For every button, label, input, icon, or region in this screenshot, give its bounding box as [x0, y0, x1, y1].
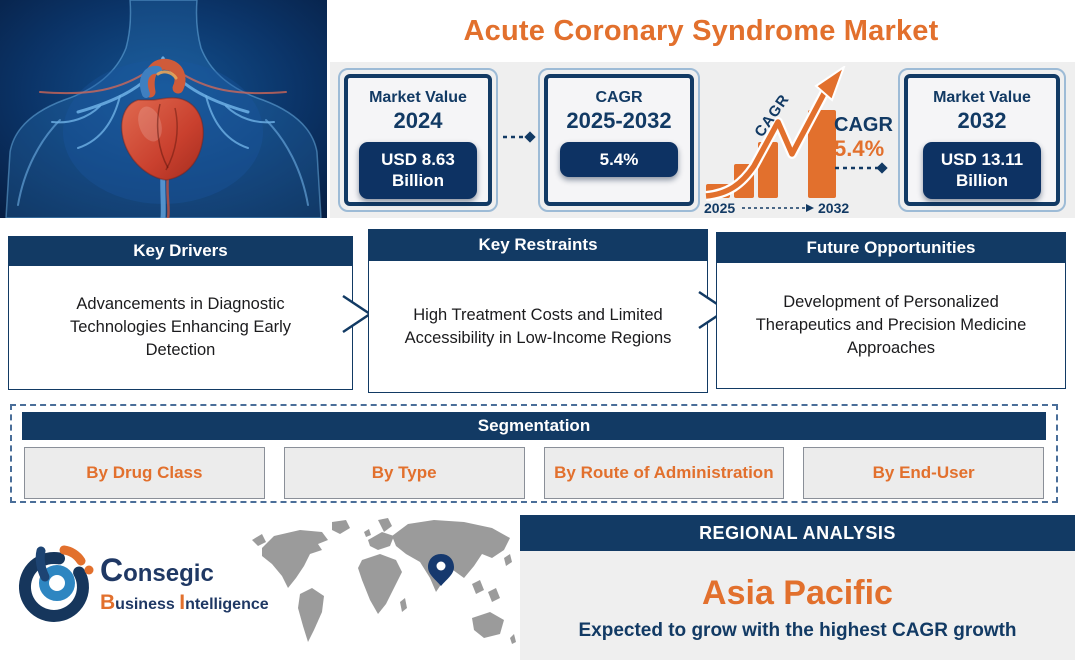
- regional-analysis-body: Asia Pacific Expected to grow with the h…: [520, 551, 1075, 660]
- key-restraints-header: Key Restraints: [368, 229, 708, 261]
- world-map: [248, 514, 520, 660]
- market-value-2024-label: Market Value: [369, 89, 467, 106]
- market-value-2032-year: 2032: [957, 108, 1007, 133]
- future-opportunities-header: Future Opportunities: [716, 232, 1066, 263]
- growth-chart-end-year: 2032: [818, 200, 849, 216]
- market-value-2024-card: Market Value 2024 USD 8.63 Billion: [338, 68, 498, 212]
- segmentation-section: Segmentation By Drug Class By Type By Ro…: [10, 404, 1058, 503]
- future-opportunities-text: Development of Personalized Therapeutics…: [716, 263, 1066, 389]
- key-restraints-box: Key Restraints High Treatment Costs and …: [368, 229, 708, 393]
- key-drivers-box: Key Drivers Advancements in Diagnostic T…: [8, 236, 353, 390]
- market-value-2024-year: 2024: [393, 108, 443, 133]
- market-value-2024-amount: USD 8.63 Billion: [359, 142, 477, 199]
- region-name: Asia Pacific: [702, 573, 893, 612]
- market-stats-band: Market Value 2024 USD 8.63 Billion CAGR …: [330, 62, 1075, 218]
- heart-anatomy-image: [0, 0, 327, 221]
- key-restraints-text: High Treatment Costs and Limited Accessi…: [368, 261, 708, 393]
- cagr-period: 2025-2032: [566, 108, 672, 133]
- consegic-tagline: Business Intelligence: [100, 591, 269, 614]
- cagr-value: 5.4%: [560, 142, 678, 178]
- cagr-label: CAGR: [595, 89, 643, 106]
- cagr-callout-label: CAGR: [834, 114, 893, 136]
- consegic-logo-text: Consegic Business Intelligence: [100, 552, 269, 615]
- segment-by-end-user: By End-User: [803, 447, 1044, 499]
- regional-analysis-header: REGIONAL ANALYSIS: [520, 515, 1075, 551]
- world-map-image: [252, 518, 516, 644]
- market-value-2032-amount: USD 13.11 Billion: [923, 142, 1041, 199]
- consegic-logo-icon: [18, 545, 94, 622]
- cagr-card-inner: CAGR 2025-2032 5.4%: [544, 74, 694, 206]
- page-title: Acute Coronary Syndrome Market: [463, 14, 939, 47]
- segment-by-route-of-administration: By Route of Administration: [543, 447, 785, 499]
- heart-anatomy-illustration: [0, 0, 327, 221]
- market-value-2032-card: Market Value 2032 USD 13.11 Billion: [898, 68, 1066, 212]
- market-value-2032-card-inner: Market Value 2032 USD 13.11 Billion: [904, 74, 1060, 206]
- segment-by-drug-class: By Drug Class: [24, 447, 265, 499]
- market-value-2032-label: Market Value: [933, 89, 1031, 106]
- segment-by-type: By Type: [283, 447, 525, 499]
- region-subtitle: Expected to grow with the highest CAGR g…: [578, 619, 1017, 641]
- growth-chart-start-year: 2025: [704, 200, 735, 216]
- cagr-callout-value: 5.4%: [834, 136, 885, 161]
- consegic-name: Consegic: [100, 552, 214, 588]
- cagr-callout: CAGR 5.4%: [834, 114, 896, 180]
- dashed-arrow-icon: [503, 131, 536, 143]
- key-drivers-header: Key Drivers: [8, 236, 353, 266]
- future-opportunities-box: Future Opportunities Development of Pers…: [716, 232, 1066, 389]
- key-drivers-text: Advancements in Diagnostic Technologies …: [8, 266, 353, 390]
- consegic-logo: Consegic Business Intelligence: [14, 536, 269, 632]
- growth-chart-graphic: CAGR 2025 2032 CAGR 5.4%: [704, 64, 896, 216]
- segmentation-header: Segmentation: [22, 412, 1046, 440]
- segmentation-items: By Drug Class By Type By Route of Admini…: [24, 447, 1044, 499]
- market-value-2024-card-inner: Market Value 2024 USD 8.63 Billion: [344, 74, 492, 206]
- growth-arrow-chart-icon: CAGR 2025 2032: [704, 64, 849, 216]
- dashed-arrow-icon: [835, 162, 888, 174]
- cagr-card: CAGR 2025-2032 5.4%: [538, 68, 700, 212]
- location-pin-icon: [428, 554, 454, 586]
